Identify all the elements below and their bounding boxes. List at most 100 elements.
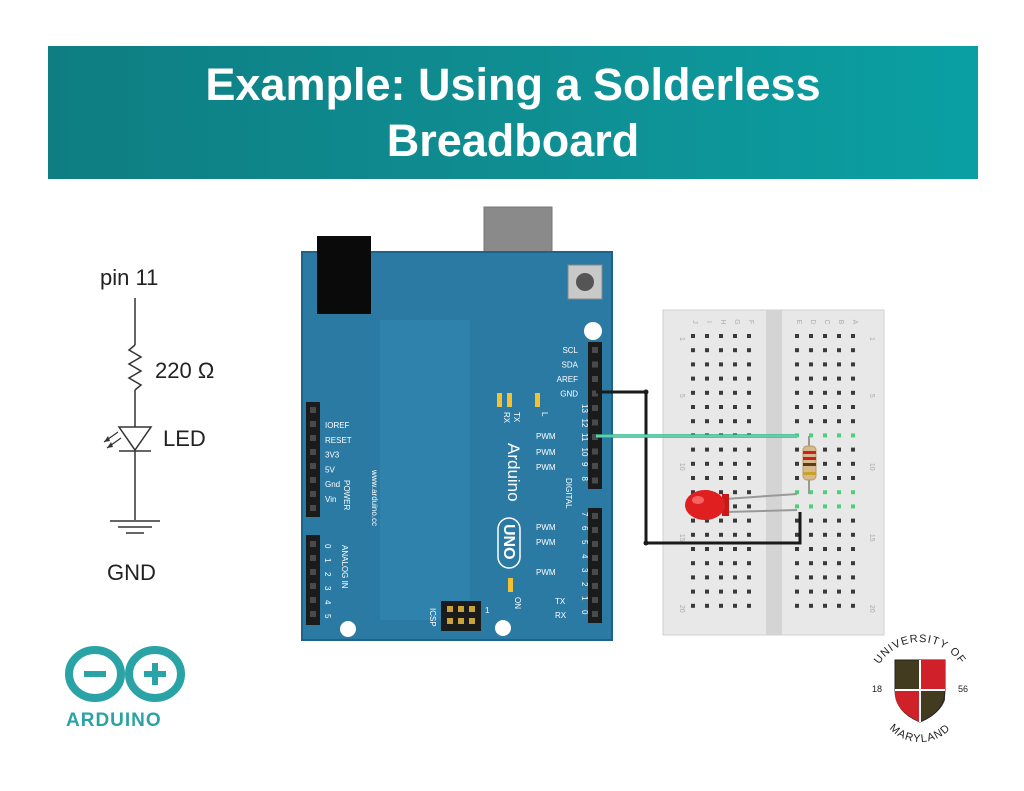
breadboard-hole-R-16-1 <box>809 561 813 566</box>
digital-pin-number-bottom-3: 4 <box>580 554 589 559</box>
on-led <box>508 578 513 592</box>
umd-year-right: 56 <box>958 684 968 694</box>
breadboard-row-number-right-4: 20 <box>868 605 875 613</box>
analog-section-label: ANALOG IN <box>340 545 349 589</box>
breadboard-hole-L-16-4 <box>747 561 751 566</box>
mount-hole-bottom-right <box>495 620 511 636</box>
breadboard-hole-L-3-4 <box>747 376 751 381</box>
breadboard-hole-R-3-1 <box>809 376 813 381</box>
breadboard-col-letter-left-4: F <box>747 320 754 324</box>
breadboard-hole-R-13-0 <box>795 518 799 523</box>
breadboard-hole-R-18-3 <box>837 589 841 594</box>
digital-pin-number-bottom-1: 6 <box>580 526 589 531</box>
breadboard-hole-R-18-1 <box>809 589 813 594</box>
breadboard-hole-L-4-4 <box>747 390 751 395</box>
breadboard-holes <box>691 334 855 608</box>
breadboard-hole-R-2-2 <box>823 362 827 367</box>
pwm-label-5: PWM <box>536 538 556 547</box>
breadboard-hole-L-8-1 <box>705 447 709 452</box>
power-header-pin-4 <box>310 463 316 469</box>
breadboard-hole-R-19-1 <box>809 603 813 608</box>
digital-pin-number-bottom-5: 2 <box>580 582 589 587</box>
breadboard-hole-R-16-2 <box>823 561 827 566</box>
rx-pin-label: RX <box>555 611 567 620</box>
breadboard-hole-R-14-3 <box>837 532 841 537</box>
breadboard-hole-R-1-0 <box>795 348 799 353</box>
right-header-label-3: GND <box>560 390 578 399</box>
breadboard-hole-L-15-3 <box>733 547 737 551</box>
breadboard-hole-R-18-2 <box>823 589 827 594</box>
rx-led-label: RX <box>502 412 511 424</box>
maryland-flag-shield-icon <box>894 659 946 723</box>
breadboard-hole-R-14-4 <box>851 532 855 537</box>
breadboard-hole-L-4-1 <box>705 390 709 395</box>
board-url: www.arduino.cc <box>370 469 379 526</box>
digital-header-bottom <box>588 508 602 623</box>
analog-header-pin-5 <box>310 611 316 617</box>
breadboard-hole-R-16-3 <box>837 561 841 566</box>
breadboard-hole-L-1-0 <box>691 348 695 353</box>
breadboard-hole-R-0-4 <box>851 334 855 338</box>
breadboard-hole-R-5-0 <box>795 405 799 409</box>
power-header-pin-1 <box>310 421 316 427</box>
breadboard-hole-L-13-2 <box>719 518 723 523</box>
on-led-label: ON <box>513 597 522 609</box>
breadboard-hole-R-3-3 <box>837 376 841 381</box>
schematic: pin 11 220 Ω LED GND <box>100 265 214 585</box>
breadboard-hole-R-5-3 <box>837 405 841 409</box>
breadboard-center-channel <box>766 310 782 635</box>
icsp-pin-1-2 <box>469 618 475 624</box>
tx-led <box>497 393 502 407</box>
breadboard-hole-R-11-3 <box>837 490 841 495</box>
reset-button-cap <box>576 273 594 291</box>
power-header-pin-0 <box>310 407 316 413</box>
breadboard-hole-L-8-3 <box>733 447 737 452</box>
breadboard-hole-R-6-0 <box>795 419 799 424</box>
pwm-label-9: PWM <box>536 463 556 472</box>
breadboard-hole-R-17-4 <box>851 575 855 580</box>
breadboard-hole-R-7-3 <box>837 433 841 438</box>
breadboard-hole-R-14-2 <box>823 532 827 537</box>
schematic-led-label: LED <box>163 426 206 451</box>
breadboard-hole-R-8-4 <box>851 447 855 452</box>
breadboard-hole-L-6-0 <box>691 419 695 424</box>
breadboard-hole-R-11-2 <box>823 490 827 495</box>
breadboard-hole-L-11-3 <box>733 490 737 495</box>
schematic-ground-label: GND <box>107 560 156 585</box>
power-pin-label-1: RESET <box>325 436 352 445</box>
digital-top-pin-4 <box>592 405 598 411</box>
tx-led-label: TX <box>512 412 521 423</box>
breadboard-hole-L-12-3 <box>733 504 737 509</box>
breadboard-hole-R-4-2 <box>823 390 827 395</box>
breadboard-hole-L-18-0 <box>691 589 695 594</box>
breadboard-hole-L-0-4 <box>747 334 751 338</box>
breadboard-hole-L-19-3 <box>733 603 737 608</box>
breadboard-hole-R-6-2 <box>823 419 827 424</box>
tx-pin-label: TX <box>555 597 566 606</box>
analog-pin-label-0: 0 <box>323 544 332 549</box>
analog-header-pin-3 <box>310 583 316 589</box>
breadboard-hole-L-0-2 <box>719 334 723 338</box>
board-brand-text: Arduino <box>504 443 523 502</box>
analog-header-pin-1 <box>310 555 316 561</box>
digital-top-pin-1 <box>592 361 598 368</box>
power-header-pin-3 <box>310 449 316 455</box>
breadboard-col-letter-right-1: D <box>809 319 816 324</box>
breadboard-hole-L-17-0 <box>691 575 695 580</box>
icsp-pin-1-0 <box>447 618 453 624</box>
ground-wire-bend-1 <box>643 389 649 395</box>
led-component <box>685 490 798 520</box>
breadboard-col-letter-left-3: G <box>733 319 740 324</box>
breadboard-row-number-right-3: 15 <box>868 534 875 542</box>
breadboard-row-number-right-2: 10 <box>868 463 875 471</box>
resistor-220 <box>802 436 817 494</box>
breadboard-col-letter-right-2: C <box>823 319 830 324</box>
breadboard-hole-R-11-0 <box>795 490 799 495</box>
rx-led <box>507 393 512 407</box>
breadboard-hole-L-8-0 <box>691 447 695 452</box>
arduino-logo: ARDUINO <box>65 646 185 731</box>
breadboard-col-letter-right-4: A <box>851 320 858 325</box>
breadboard-hole-L-14-2 <box>719 532 723 537</box>
digital-top-pin-5 <box>592 419 598 426</box>
breadboard-hole-L-19-4 <box>747 603 751 608</box>
